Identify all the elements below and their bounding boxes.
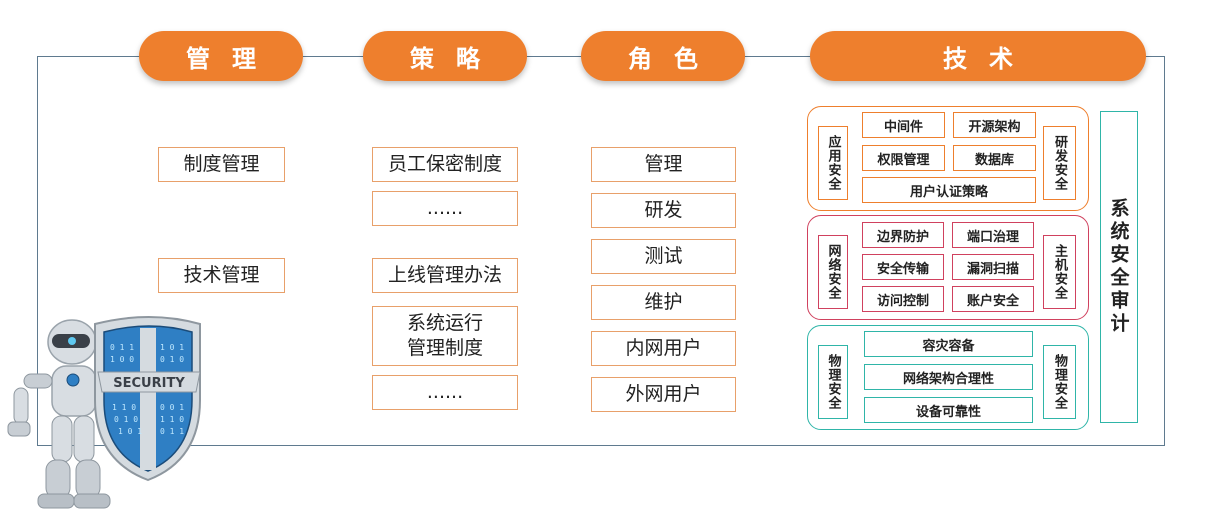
svg-text:1 0 1: 1 0 1 xyxy=(160,343,184,352)
tech-cell: 漏洞扫描 xyxy=(952,254,1034,280)
robot-security-illustration: 0 1 1 1 0 1 1 0 0 0 1 0 1 1 0 0 0 1 0 1 0 1 … xyxy=(7,316,201,509)
svg-text:1 1 0: 1 1 0 xyxy=(160,415,184,424)
tech-cell: 用户认证策略 xyxy=(862,177,1036,203)
management-item: 技术管理 xyxy=(158,258,285,293)
policy-item: 员工保密制度 xyxy=(372,147,518,182)
app-security-group xyxy=(807,106,1089,211)
role-item: 内网用户 xyxy=(591,331,736,366)
management-item: 制度管理 xyxy=(158,147,285,182)
app-security-label: 应用安全 xyxy=(818,126,848,200)
tech-cell: 安全传输 xyxy=(862,254,944,280)
tech-cell: 容灾容备 xyxy=(864,331,1033,357)
tech-cell: 端口治理 xyxy=(952,222,1034,248)
tech-cell: 设备可靠性 xyxy=(864,397,1033,423)
tech-cell: 数据库 xyxy=(953,145,1036,171)
host-security-label: 主机安全 xyxy=(1043,235,1076,309)
tech-cell: 账户安全 xyxy=(952,286,1034,312)
dev-security-label: 研发安全 xyxy=(1043,126,1076,200)
policy-item: 系统运行 管理制度 xyxy=(372,306,518,366)
physical-security-label: 物理安全 xyxy=(818,345,848,419)
svg-text:1 0 0: 1 0 0 xyxy=(110,355,134,364)
network-security-label: 网络安全 xyxy=(818,235,848,309)
svg-text:1 1 0: 1 1 0 xyxy=(112,403,136,412)
header-management: 管理 xyxy=(139,31,303,81)
tech-cell: 网络架构合理性 xyxy=(864,364,1033,390)
tech-cell: 权限管理 xyxy=(862,145,945,171)
svg-text:0 1 0: 0 1 0 xyxy=(160,355,184,364)
header-technology: 技术 xyxy=(810,31,1146,81)
system-security-audit: 系统安全审计 xyxy=(1100,111,1138,423)
svg-text:0 1 1: 0 1 1 xyxy=(110,343,134,352)
tech-cell: 中间件 xyxy=(862,112,945,138)
role-item: 外网用户 xyxy=(591,377,736,412)
tech-cell: 开源架构 xyxy=(953,112,1036,138)
role-item: 研发 xyxy=(591,193,736,228)
physical-security-group xyxy=(807,325,1089,430)
policy-item: ...... xyxy=(372,375,518,410)
policy-item: ...... xyxy=(372,191,518,226)
svg-text:0 1 0: 0 1 0 xyxy=(114,415,138,424)
header-policy: 策略 xyxy=(363,31,527,81)
shield-label: SECURITY xyxy=(113,376,185,391)
role-item: 管理 xyxy=(591,147,736,182)
svg-text:0 0 1: 0 0 1 xyxy=(160,403,184,412)
header-role: 角色 xyxy=(581,31,745,81)
network-security-group xyxy=(807,215,1089,320)
role-item: 维护 xyxy=(591,285,736,320)
policy-item: 上线管理办法 xyxy=(372,258,518,293)
tech-cell: 边界防护 xyxy=(862,222,944,248)
role-item: 测试 xyxy=(591,239,736,274)
shield-icon: 0 1 1 1 0 1 1 0 0 0 1 0 1 1 0 0 0 1 0 1 0 1 … xyxy=(94,316,201,482)
robot-figure xyxy=(7,319,111,509)
tech-cell: 访问控制 xyxy=(862,286,944,312)
svg-text:1 0 1: 1 0 1 xyxy=(118,427,142,436)
svg-text:0 1 1: 0 1 1 xyxy=(160,427,184,436)
physical-security-label-right: 物理安全 xyxy=(1043,345,1076,419)
